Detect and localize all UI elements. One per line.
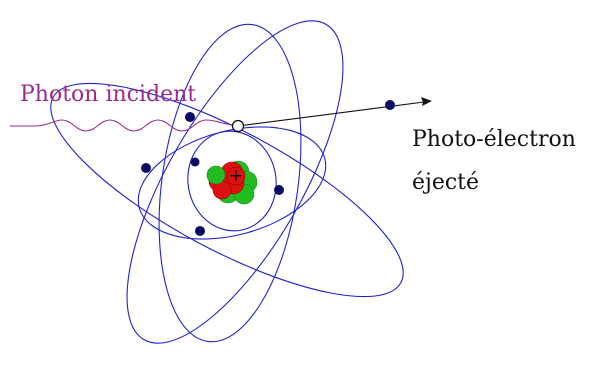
electron-dot-icon — [141, 163, 151, 173]
orbit-large-steep-b — [158, 23, 302, 343]
photo-electron-label: Photo-électron — [412, 127, 576, 152]
ejected-electron — [231, 119, 245, 133]
orbit-large-tilted — [50, 82, 404, 298]
ejection-arrow-head — [421, 97, 432, 106]
electron-dot-icon — [190, 157, 200, 167]
proton-symbol: + — [229, 166, 243, 186]
ejection-arrow-line — [237, 101, 425, 127]
photon-wave — [10, 119, 235, 132]
electron-dot-icon — [185, 112, 195, 122]
ejection-arrow — [237, 97, 432, 127]
electron-dot-icon — [385, 100, 395, 110]
orbit-middle — [137, 126, 327, 240]
atom-nucleus-icon: + — [206, 160, 258, 205]
electron-dot-icon — [195, 226, 205, 236]
electron-dot-icon — [274, 185, 284, 195]
electrons — [141, 100, 395, 236]
photon-label: Photon incident — [20, 82, 196, 107]
electron-orbits — [50, 20, 404, 344]
ejected-label: éjecté — [412, 170, 479, 195]
neutron — [206, 165, 226, 185]
proton-front — [226, 166, 246, 186]
